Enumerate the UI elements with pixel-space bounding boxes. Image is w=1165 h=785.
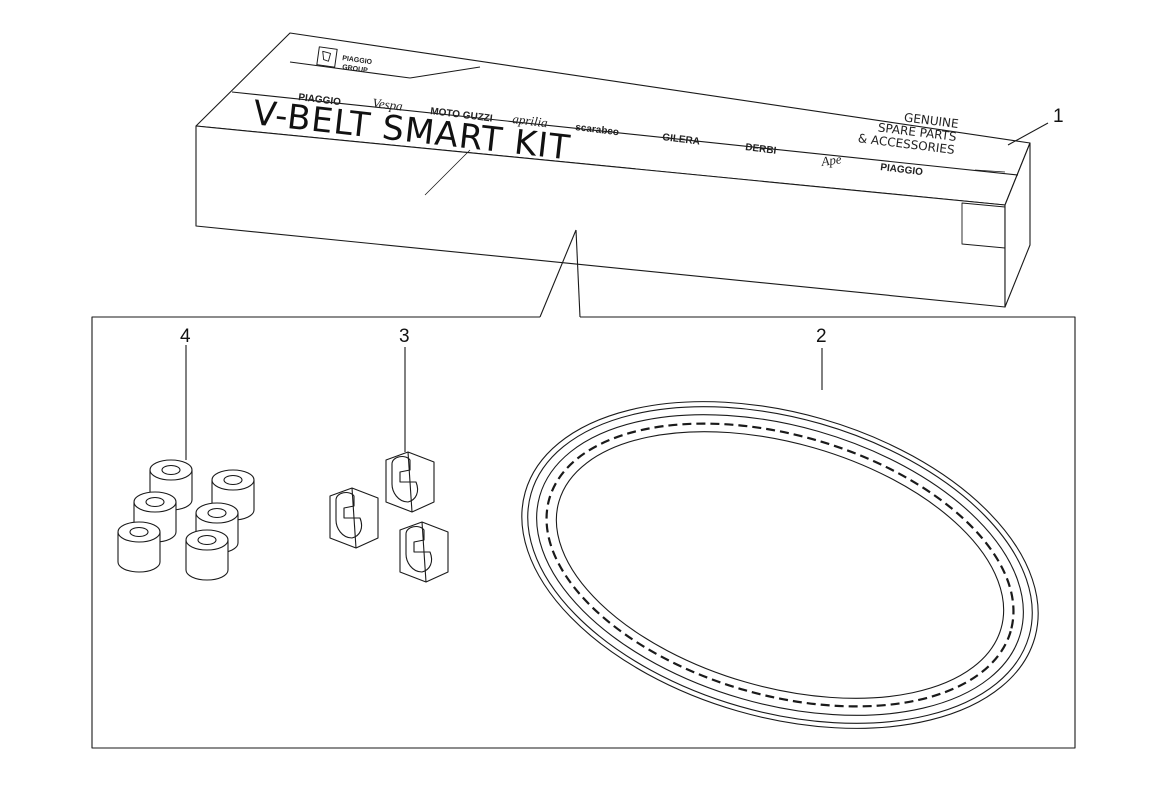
slider-2 [329, 487, 379, 549]
roller-6 [185, 529, 229, 581]
roller-group [117, 459, 255, 581]
brand-scarabeo: scarabeo [575, 122, 620, 138]
brand-aprilia: aprilia [512, 111, 549, 130]
group-logo-line-2: GROUP [342, 64, 369, 75]
callout-4: 4 [180, 326, 191, 347]
kit-box [195, 32, 1031, 308]
callout-1: 1 [1053, 106, 1064, 127]
genuine-line-1: GENUINE [903, 110, 959, 131]
callout-numbers: 1 2 3 4 [180, 106, 1064, 347]
callout-2: 2 [816, 326, 827, 347]
leader-lines [91, 122, 1076, 749]
brand-vespa: Vespa [372, 95, 404, 114]
group-logo-line-1: PIAGGIO [342, 55, 373, 66]
brand-gilera: GILERA [662, 132, 701, 148]
brand-derbi: DERBI [745, 142, 777, 157]
roller-5 [117, 521, 161, 573]
slider-group [329, 451, 449, 583]
slider-3 [399, 521, 449, 583]
drive-belt [521, 401, 1039, 729]
brand-piaggio: PIAGGIO [298, 92, 342, 108]
callout-3: 3 [399, 326, 410, 347]
slider-1 [385, 451, 435, 513]
brand-piaggio-commercial: PIAGGIO [880, 162, 924, 178]
brand-ape: Ape [819, 151, 842, 169]
